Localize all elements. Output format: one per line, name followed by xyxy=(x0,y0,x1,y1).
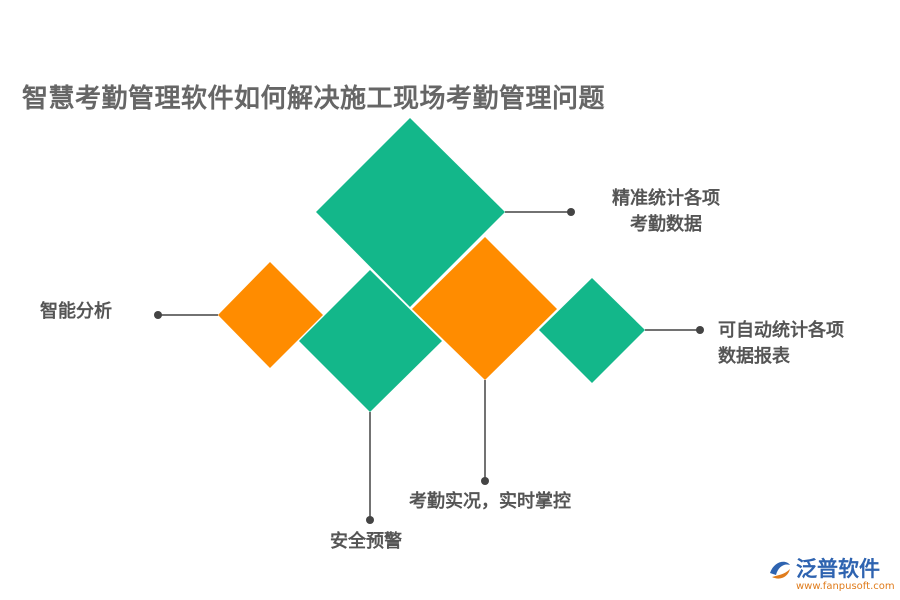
connector-dot-realtime xyxy=(481,477,489,485)
connector-dot-safety xyxy=(366,516,374,524)
connector-dot-smart-analysis xyxy=(154,311,162,319)
label-auto-report-line1: 可自动统计各项 xyxy=(718,320,844,341)
label-safety-warning: 安全预警 xyxy=(330,531,402,552)
fanpu-logo-icon xyxy=(770,561,790,579)
label-realtime: 考勤实况，实时掌控 xyxy=(409,491,571,512)
page-title: 智慧考勤管理软件如何解决施工现场考勤管理问题 xyxy=(22,84,606,114)
label-auto-report: 可自动统计各项 数据报表 xyxy=(718,318,844,370)
diamond-large-green xyxy=(316,118,505,307)
diamond-small-orange xyxy=(218,262,323,368)
label-smart-analysis: 智能分析 xyxy=(40,301,112,322)
label-accurate-stats-line1: 精准统计各项 xyxy=(612,188,720,209)
label-accurate-stats-line2: 考勤数据 xyxy=(630,214,702,235)
connector-dot-accurate-stats xyxy=(567,208,575,216)
label-auto-report-line2: 数据报表 xyxy=(718,346,790,367)
diamond-small-green xyxy=(539,278,645,383)
logo-url: www.fanpusoft.com xyxy=(796,581,895,592)
diamond-mid-orange xyxy=(412,237,557,380)
connector-dot-auto-report xyxy=(696,326,704,334)
brand-logo: 泛普软件 www.fanpusoft.com xyxy=(766,553,896,597)
logo-name: 泛普软件 xyxy=(796,557,880,581)
diamond-mid-green xyxy=(299,270,442,412)
label-accurate-stats: 精准统计各项 考勤数据 xyxy=(612,186,720,238)
